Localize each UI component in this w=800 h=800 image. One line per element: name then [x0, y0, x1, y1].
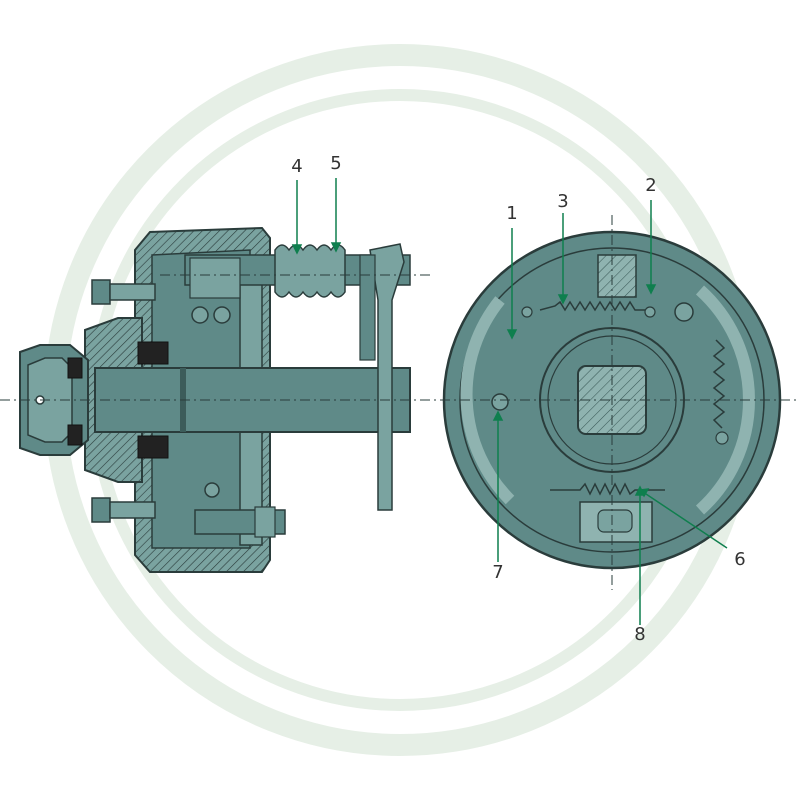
bearing-lower-inner — [137, 435, 169, 459]
upper-return-spring — [539, 300, 645, 312]
lower-return-spring — [550, 482, 665, 496]
leader-lines — [291, 178, 728, 625]
callout-3: 3 — [557, 191, 569, 212]
bearing-upper-outer — [67, 357, 83, 379]
expander-block — [597, 254, 637, 298]
side-spring — [712, 339, 726, 429]
center-lines — [0, 215, 800, 590]
bearing-lower-outer — [67, 424, 83, 446]
wheel-stud-lower — [91, 497, 156, 523]
callout-8: 8 — [634, 624, 646, 645]
callout-4: 4 — [291, 156, 303, 177]
axle-shaft — [94, 367, 411, 433]
brake-shoe — [460, 296, 515, 505]
rubber-boot — [274, 244, 346, 298]
wheel-stud-upper — [91, 279, 156, 305]
bearing-upper-inner — [137, 341, 169, 365]
callout-1: 1 — [506, 203, 518, 224]
callout-2: 2 — [645, 175, 657, 196]
callout-7: 7 — [492, 562, 504, 583]
callout-6: 6 — [734, 549, 746, 570]
anchor-pin — [491, 393, 509, 411]
callout-5: 5 — [330, 153, 342, 174]
brake-lever — [369, 243, 405, 511]
